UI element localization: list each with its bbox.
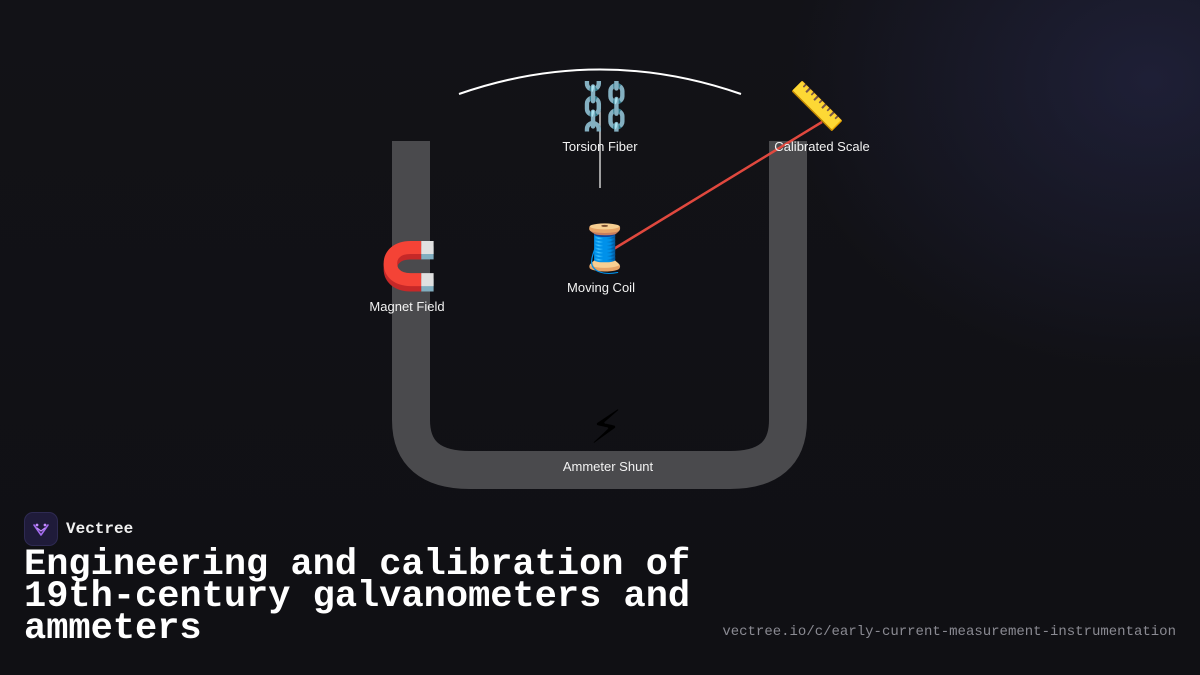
ammeter-shunt-label: Ammeter Shunt [562,459,654,474]
lightning-icon: ⚡ [589,400,623,454]
brand: Vectree [24,512,133,546]
ruler-icon: 📏 [788,79,846,133]
calibrated-scale-label: Calibrated Scale [774,139,870,154]
moving-coil-label: Moving Coil [567,280,635,295]
pointer-beam [611,120,823,252]
u-frame [392,141,807,489]
chain-icon: ⛓️ [576,79,634,133]
torsion-fiber-label: Torsion Fiber [562,139,638,154]
page-url: vectree.io/c/early-current-measurement-i… [722,624,1176,640]
thread-spool-icon: 🧵 [576,221,634,275]
page-title: Engineering and calibration of 19th-cent… [24,544,691,650]
top-arc [458,68,742,95]
magnet-icon: 🧲 [380,239,438,293]
magnet-field-label: Magnet Field [369,299,445,314]
brand-name: Vectree [66,520,134,538]
vectree-logo-icon [24,512,58,546]
